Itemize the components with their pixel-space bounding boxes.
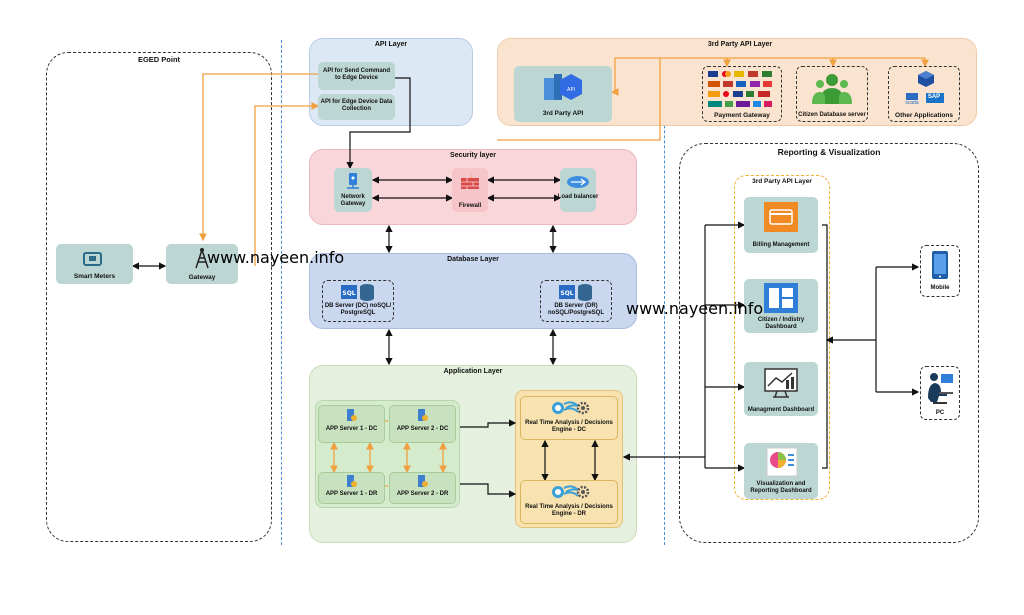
eged-title: EGED Point: [137, 55, 181, 64]
other-applications-label: Other Applications: [895, 112, 953, 119]
firewall-node[interactable]: [452, 168, 488, 212]
divider-left: [281, 40, 282, 545]
antenna-tower-icon: [195, 248, 209, 269]
scada-icon: [906, 93, 918, 100]
sql-db-dr-icon: SQL: [559, 284, 592, 301]
eged-region: [46, 52, 272, 542]
mobile-label: Mobile: [930, 285, 950, 291]
api-data-collection-label: API for Edge Device Data Collection: [320, 99, 393, 112]
api-layer-title: API Layer: [374, 41, 408, 48]
sap-logo: [926, 93, 944, 103]
app-server-1-dc-label: APP Server 1 - DC: [325, 426, 378, 432]
db-server-dc-label: DB Server (DC) noSQL/ PostgreSQL: [324, 303, 392, 316]
billing-management-label: Billing Management: [752, 242, 810, 248]
firewall-icon: [461, 172, 479, 189]
visualization-dashboard-label: Visualization and Reporting Dashboard: [750, 481, 812, 494]
engine-dr-label: Real Time Analysis / Decisions Engine - …: [525, 504, 613, 517]
app-server-2-dc-label: APP Server 2 - DC: [396, 426, 449, 432]
api-send-command-label: API for Send Command to Edge Device: [322, 68, 390, 81]
dashboard-layout-icon: [764, 283, 798, 313]
sap-label: SAP: [927, 94, 941, 100]
scada-label: scada: [905, 100, 919, 106]
db-server-dr-label: DB Server (DR) noSQL/PostgreSQL: [547, 303, 604, 316]
svg-text:SQL: SQL: [560, 290, 573, 297]
load-balancer-label: Load balancer: [557, 194, 599, 200]
firewall-label: Firewall: [458, 203, 482, 209]
app-server-icon: [418, 409, 428, 421]
mobile-node[interactable]: [920, 245, 960, 297]
db-server-dc-node[interactable]: [322, 280, 394, 322]
reporting-region: [679, 143, 979, 543]
load-balancer-icon: [567, 176, 589, 188]
api-send-command-node[interactable]: [318, 62, 395, 90]
citizen-dashboard-label: Citizen / Indistry Dashboard: [757, 317, 805, 330]
engine-dc-label: Real Time Analysis / Decisions Engine - …: [525, 420, 613, 433]
analytics-engine-icon: [552, 485, 590, 499]
app-server-1-dr-label: APP Server 1 - DR: [325, 491, 378, 497]
reporting-inner-title: 3rd Party API Layer: [752, 178, 812, 185]
app-server-icon: [347, 475, 357, 487]
third-party-title: 3rd Party API Layer: [707, 41, 773, 48]
app-server-icon: [418, 475, 428, 487]
billing-card-icon: [764, 202, 798, 232]
app-server-2-dr-label: APP Server 2 - DR: [396, 491, 449, 497]
other-applications-node[interactable]: [888, 66, 960, 122]
third-party-api-label: 3rd Party API: [542, 110, 584, 117]
pc-node[interactable]: [920, 366, 960, 420]
people-group-icon: [812, 74, 852, 104]
payment-logos-icon: [706, 69, 776, 109]
mobile-phone-icon: [932, 251, 948, 279]
svg-text:SQL: SQL: [342, 290, 355, 297]
database-title: Database Layer: [447, 256, 499, 263]
network-gateway-label: Network Gateway: [340, 194, 366, 207]
monitor-chart-icon: [764, 368, 798, 398]
analytics-engine-icon: [552, 401, 590, 415]
pc-user-icon: [928, 373, 953, 404]
cube-stack-icon: [918, 71, 934, 87]
pie-chart-icon: [766, 447, 798, 477]
api-server-icon: API: [544, 74, 582, 100]
pc-label: PC: [935, 410, 945, 416]
citizen-database-label: Citizen Database server: [798, 112, 866, 118]
sql-db-icon: SQL: [341, 284, 374, 301]
watermark-text: www.nayeen.info: [207, 248, 345, 267]
svg-text:API: API: [567, 87, 575, 93]
db-server-dr-node[interactable]: [540, 280, 612, 322]
gateway-label: Gateway: [188, 274, 216, 281]
app-server-icon: [347, 409, 357, 421]
watermark-text: www.nayeen.info: [626, 299, 764, 318]
reporting-title: Reporting & Visualization: [777, 147, 881, 157]
management-dashboard-label: Managment Dashboard: [747, 407, 815, 413]
payment-gateway-node[interactable]: [702, 66, 782, 122]
load-balancer-node[interactable]: [560, 168, 596, 212]
citizen-database-node[interactable]: [796, 66, 868, 122]
application-title: Application Layer: [443, 368, 503, 375]
smart-meters-label: Smart Meters: [73, 273, 116, 280]
divider-right: [664, 40, 665, 545]
security-title: Security layer: [450, 152, 496, 159]
payment-gateway-label: Payment Gateway: [714, 112, 770, 119]
meter-icon: [83, 252, 102, 266]
api-data-collection-node[interactable]: [318, 94, 395, 120]
network-gateway-icon: [347, 173, 359, 189]
